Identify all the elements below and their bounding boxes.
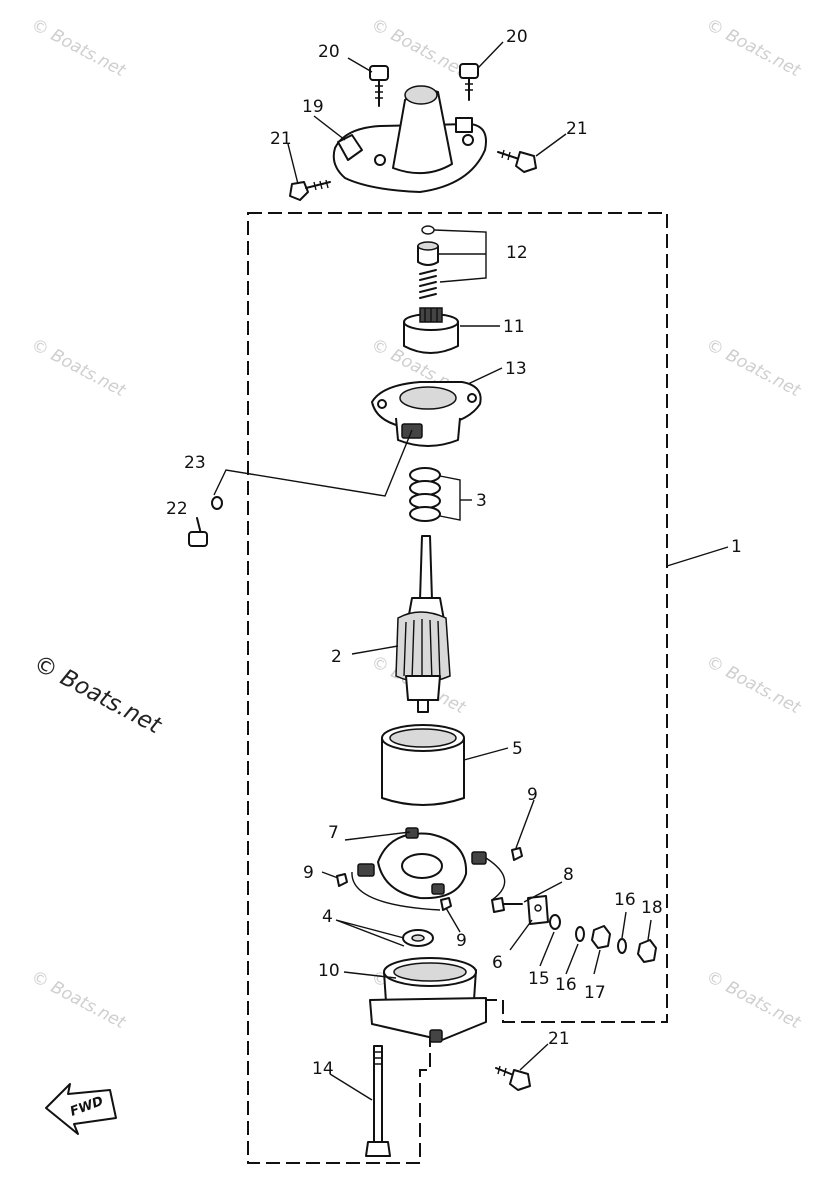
part-6-plate bbox=[527, 895, 549, 925]
callout-21: 21 bbox=[270, 129, 292, 149]
callout-15: 15 bbox=[528, 969, 550, 989]
callout-16: 16 bbox=[555, 975, 577, 995]
part-10-rear-bracket bbox=[369, 957, 487, 1043]
callout-19: 19 bbox=[302, 97, 324, 117]
watermark: © Boats.net bbox=[28, 967, 130, 1034]
callout-8: 8 bbox=[563, 865, 574, 885]
part-15-washer bbox=[549, 914, 561, 930]
callout-23: 23 bbox=[184, 453, 206, 473]
callout-21: 21 bbox=[548, 1029, 570, 1049]
callout-12: 12 bbox=[506, 243, 528, 263]
callout-11: 11 bbox=[503, 317, 525, 337]
callout-16: 16 bbox=[614, 890, 636, 910]
watermark: © Boats.net bbox=[28, 335, 130, 402]
callout-10: 10 bbox=[318, 961, 340, 981]
callout-1: 1 bbox=[731, 537, 742, 557]
watermark: © Boats.net bbox=[703, 652, 805, 719]
callout-13: 13 bbox=[505, 359, 527, 379]
watermark: © Boats.net bbox=[28, 15, 130, 82]
callout-9: 9 bbox=[303, 863, 314, 883]
callout-4: 4 bbox=[322, 907, 333, 927]
callout-2: 2 bbox=[331, 647, 342, 667]
bolt-21-right bbox=[497, 149, 537, 173]
callout-20: 20 bbox=[318, 42, 340, 62]
callout-6: 6 bbox=[492, 953, 503, 973]
callout-labels: 20 20 19 21 21 12 11 13 23 22 3 1 2 5 9 … bbox=[166, 27, 742, 1079]
leader-lines bbox=[287, 41, 729, 1101]
bolt-21-lower bbox=[495, 1065, 531, 1091]
callout-14: 14 bbox=[312, 1059, 334, 1079]
part-16-washer-a bbox=[575, 926, 585, 942]
bolt-21-left bbox=[289, 179, 331, 201]
callout-7: 7 bbox=[328, 823, 339, 843]
part-7-brush-holder bbox=[351, 827, 506, 911]
part-12-stop-set bbox=[417, 225, 439, 299]
part-22-bolt bbox=[188, 517, 208, 547]
leader-22-23-to-bracket bbox=[213, 429, 413, 497]
part-16-washer-b bbox=[617, 938, 627, 954]
watermark: © Boats.net bbox=[703, 15, 805, 82]
part-3-washers bbox=[409, 467, 461, 522]
callout-9: 9 bbox=[527, 785, 538, 805]
part-23-washer bbox=[211, 496, 223, 510]
bolt-20-left bbox=[369, 65, 389, 107]
callout-17: 17 bbox=[584, 983, 606, 1003]
top-cover-assembly bbox=[332, 85, 487, 193]
part-4-washers bbox=[402, 929, 434, 947]
part-13-front-bracket bbox=[371, 381, 482, 447]
callout-21: 21 bbox=[566, 119, 588, 139]
part-9-screws bbox=[336, 847, 523, 911]
callout-9: 9 bbox=[456, 931, 467, 951]
callout-18: 18 bbox=[641, 898, 663, 918]
bolt-20-right bbox=[459, 63, 479, 101]
part-2-armature bbox=[395, 535, 451, 713]
part-11-pinion bbox=[403, 307, 459, 354]
part-5-yoke bbox=[381, 724, 465, 806]
watermark: © Boats.net bbox=[703, 335, 805, 402]
part-8-terminal-bolt bbox=[491, 897, 523, 913]
part-18-nut bbox=[637, 939, 657, 963]
callout-22: 22 bbox=[166, 499, 188, 519]
watermark: © Boats.net bbox=[703, 967, 805, 1034]
fwd-arrow-icon: FWD bbox=[45, 1083, 117, 1135]
callout-20: 20 bbox=[506, 27, 528, 47]
callout-5: 5 bbox=[512, 739, 523, 759]
callout-3: 3 bbox=[476, 491, 487, 511]
part-14-through-bolt bbox=[365, 1045, 391, 1157]
part-17-nut bbox=[591, 925, 611, 949]
watermark-large: © Boats.net bbox=[29, 650, 166, 739]
